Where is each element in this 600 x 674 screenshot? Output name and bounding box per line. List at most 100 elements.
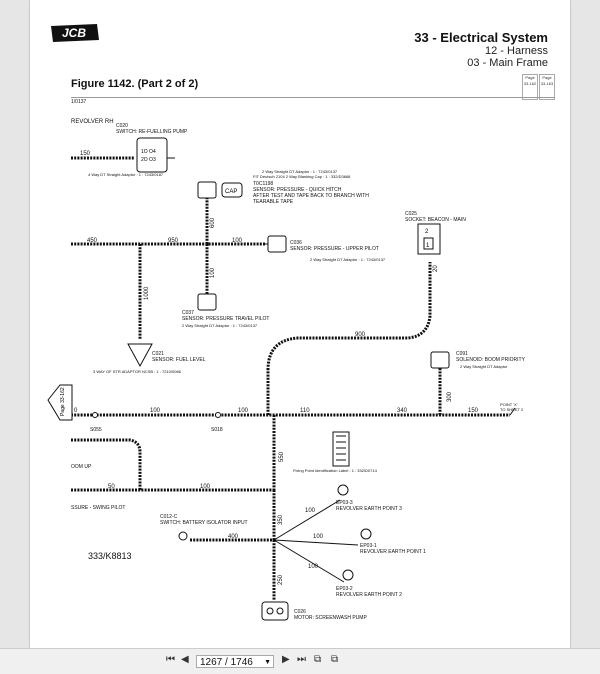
subsubsection-title: 03 - Main Frame: [467, 57, 548, 69]
jcb-logo: JCB: [49, 22, 101, 49]
earth-line-1: [273, 539, 359, 546]
c020-pins-bottom: 2O O3: [141, 157, 156, 163]
c037-label: C037: [182, 310, 194, 316]
page-number-input[interactable]: 1267 / 1746 ▼: [196, 655, 274, 668]
c025-label: C025: [405, 211, 417, 217]
c020-adaptor: 4 Way DT Straight Adaptor : 1 : 7243/018…: [88, 172, 164, 177]
wire-left-branch: [71, 438, 142, 490]
fixing-point-label: [332, 431, 350, 467]
splice-s055: [92, 412, 98, 418]
len-900: 900: [355, 332, 366, 338]
ep03-3-label: EP03-3: [336, 500, 353, 506]
page-number-value: 1267 / 1746: [200, 657, 253, 668]
c025-pin1: 1: [426, 243, 430, 249]
len-100-d: 100: [238, 408, 249, 414]
header-divider: [71, 97, 555, 98]
figure-title: Figure 1142. (Part 2 of 2): [71, 78, 199, 90]
ep03-2-desc: REVOLVER EARTH POINT 2: [336, 592, 402, 598]
section-title: 33 - Electrical System: [414, 30, 548, 45]
c037-desc: SENSOR: PRESSURE TRAVEL PILOT: [182, 316, 269, 322]
c036-label: C036: [290, 240, 302, 246]
len-0: 0: [74, 408, 78, 414]
c021-connector: [127, 343, 153, 368]
len-550: 550: [279, 451, 285, 462]
len-400: 400: [228, 534, 239, 540]
len-20: 20: [433, 265, 439, 272]
chevron-down-icon[interactable]: ▼: [264, 659, 271, 666]
view-mode-icon[interactable]: ⧉: [314, 654, 322, 665]
ep03-2-ring: [342, 569, 354, 581]
subsection-title: 12 - Harness: [485, 45, 548, 57]
c020-pins-top: 1O O4: [141, 149, 156, 155]
c021-adaptor: 3 WAY OF STR ADAPTOR NCSB : 1 : 7210/006…: [93, 369, 182, 374]
c026-label: C026: [294, 609, 306, 615]
c1198-note2: TEARABLE TAPE: [253, 199, 294, 205]
c021-label: C021: [152, 351, 164, 357]
len-450: 450: [87, 238, 98, 244]
brand-text: JCB: [62, 26, 86, 40]
len-300: 300: [447, 391, 453, 402]
len-150-b: 150: [468, 408, 479, 414]
dt-adaptor-label: 2 Way Straight DT Adaptor : 1 : 7243/013…: [262, 169, 338, 174]
len-110: 110: [300, 408, 310, 414]
len-100-e: 100: [200, 484, 211, 490]
c1198-note1: AFTER TEST AND TAPE BACK TO BRANCH WITH: [253, 193, 369, 199]
len-150-top: 150: [80, 151, 91, 157]
to-sheet-label: TO SHEET 2: [500, 407, 524, 412]
top-ref: 1/0137: [71, 99, 87, 105]
c091-adaptor: 2 Way Straight DT Adaptor: [460, 364, 508, 369]
c026-connector: [261, 601, 289, 621]
c020-connector: [136, 137, 168, 173]
c1198-label: T0C1198: [253, 181, 273, 187]
s018-label: S018: [211, 427, 223, 433]
c020-label: C020: [116, 123, 128, 129]
len-50: 50: [108, 484, 115, 490]
page-ref-text: Page 33-162: [60, 387, 66, 416]
c037-adaptor: 2 Way Straight DT Adaptor : 1 : 7243/013…: [182, 323, 258, 328]
len-950: 950: [168, 238, 179, 244]
len-100-a: 100: [232, 238, 243, 244]
c1198-desc: SENSOR: PRESSURE - QUICK HITCH: [253, 187, 342, 193]
c037-connector: [197, 293, 217, 311]
pdf-toolbar: ⏮ ◀ 1267 / 1746 ▼ ▶ ⏭ ⧉ ⧉: [0, 648, 600, 674]
c025-pin1-box: [423, 237, 434, 250]
ep03-1-desc: REVOLVER EARTH POINT 1: [360, 549, 426, 555]
c036-adaptor: 2 Way Straight DT Adaptor : 1 : 7243/013…: [310, 257, 386, 262]
len-100-c: 100: [150, 408, 161, 414]
len-350: 350: [278, 514, 284, 525]
prev-page-icon[interactable]: ◀: [181, 654, 189, 665]
len-340: 340: [397, 408, 408, 414]
ref-code: 333/K8813: [88, 551, 132, 561]
fit-deutsch-label: FIT Deutsch 2104 2 Way Blanking Cap : 1 …: [253, 174, 351, 179]
c036-desc: SENSOR: PRESSURE - UPPER PILOT: [290, 246, 379, 252]
last-page-icon[interactable]: ⏭: [297, 654, 306, 665]
len-1000: 1000: [144, 286, 150, 300]
ep03-3-ring: [337, 484, 349, 496]
c091-label: C091: [456, 351, 468, 357]
c026-desc: MOTOR: SCREENWASH PUMP: [294, 615, 367, 621]
page-ref-tab: [47, 384, 73, 421]
earth-line-2: [273, 539, 345, 583]
ep03-1-label: EP03-1: [360, 543, 377, 549]
ep03-3-desc: REVOLVER EARTH POINT 3: [336, 506, 402, 512]
c012-ring: [178, 531, 188, 541]
len-100-f: 100: [305, 508, 316, 514]
c025-desc: SOCKET: BEACON - MAIN: [405, 217, 466, 223]
point-x-link: [509, 407, 516, 416]
len-100-h: 100: [308, 564, 319, 570]
s055-label: S055: [90, 427, 102, 433]
wire-900: [266, 262, 432, 371]
first-page-icon[interactable]: ⏮: [166, 654, 175, 665]
oom-up-label: OOM UP: [71, 464, 92, 470]
len-100-g: 100: [313, 534, 324, 540]
len-250: 250: [278, 574, 284, 585]
point-x-label: POINT 'X': [500, 402, 518, 407]
ep03-2-label: EP03-2: [336, 586, 353, 592]
c025-pin2: 2: [425, 229, 429, 235]
swing-pilot-label: SSURE - SWING PILOT: [71, 505, 125, 511]
c020-desc: SWITCH: RE-FUELLING PUMP: [116, 129, 188, 135]
fit-page-icon[interactable]: ⧉: [331, 654, 339, 665]
next-page-icon[interactable]: ▶: [282, 654, 290, 665]
